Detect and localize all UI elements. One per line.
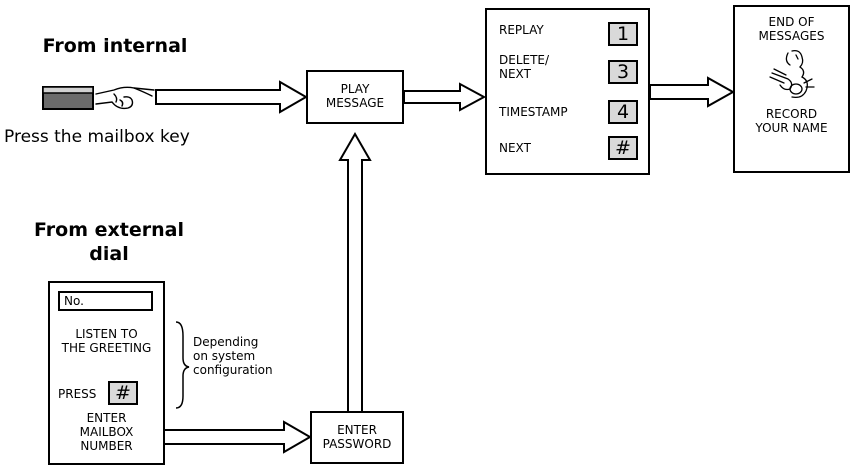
speaking-person-icon bbox=[762, 47, 822, 103]
arrow-password-to-play bbox=[338, 131, 372, 413]
end-line4: YOUR NAME bbox=[755, 121, 828, 135]
note-line3: configuration bbox=[193, 363, 273, 377]
end-line1: END OF bbox=[768, 15, 815, 29]
end-line2: MESSAGES bbox=[758, 29, 825, 43]
mailbox-number-field: No. bbox=[58, 291, 153, 311]
arrow-external-to-password bbox=[155, 420, 313, 454]
option-delete-label-2: NEXT bbox=[499, 67, 531, 81]
internal-heading: From internal bbox=[42, 35, 188, 57]
password-line2: PASSWORD bbox=[322, 437, 392, 451]
end-of-messages-box: END OF MESSAGES RECORD YOUR NAME bbox=[733, 5, 850, 173]
enter-password-box: ENTER PASSWORD bbox=[310, 411, 404, 464]
arrow-internal-to-play bbox=[155, 80, 309, 114]
external-heading-line2: dial bbox=[89, 243, 129, 265]
options-brace bbox=[175, 321, 190, 409]
options-box: REPLAY 1 DELETE/ NEXT 3 TIMESTAMP 4 NEXT… bbox=[485, 8, 650, 175]
external-dial-box: No. LISTEN TO THE GREETING PRESS # ENTER… bbox=[48, 281, 165, 465]
play-line1: PLAY bbox=[340, 82, 370, 96]
option-timestamp-label: TIMESTAMP bbox=[499, 105, 568, 119]
listen-line1: LISTEN TO bbox=[75, 327, 138, 341]
external-heading-line1: From external bbox=[34, 219, 184, 241]
option-delete-label-1: DELETE/ bbox=[499, 53, 550, 67]
enter-line3: NUMBER bbox=[80, 439, 133, 453]
password-line1: ENTER bbox=[337, 423, 377, 437]
option-replay-label: REPLAY bbox=[499, 23, 544, 37]
key-3: 3 bbox=[608, 60, 638, 84]
key-hash: # bbox=[608, 136, 638, 160]
option-next-label: NEXT bbox=[499, 141, 531, 155]
listen-line2: THE GREETING bbox=[61, 341, 152, 355]
finger-press-icon bbox=[94, 80, 156, 114]
press-label: PRESS bbox=[58, 387, 97, 401]
note-line2: on system bbox=[193, 349, 256, 363]
configuration-note: Depending on system configuration bbox=[193, 335, 273, 377]
key-1: 1 bbox=[608, 22, 638, 46]
end-line3: RECORD bbox=[765, 107, 818, 121]
arrow-options-to-end bbox=[649, 76, 736, 108]
key-4: 4 bbox=[608, 100, 638, 124]
internal-caption: Press the mailbox key bbox=[4, 127, 190, 147]
mailbox-key-icon bbox=[42, 86, 94, 110]
enter-line1: ENTER bbox=[86, 411, 127, 425]
play-line2: MESSAGE bbox=[325, 96, 385, 110]
arrow-play-to-options bbox=[403, 82, 487, 112]
enter-line2: MAILBOX bbox=[79, 425, 134, 439]
press-hash-key: # bbox=[108, 381, 138, 405]
note-line1: Depending bbox=[193, 335, 259, 349]
play-message-box: PLAY MESSAGE bbox=[306, 70, 404, 124]
